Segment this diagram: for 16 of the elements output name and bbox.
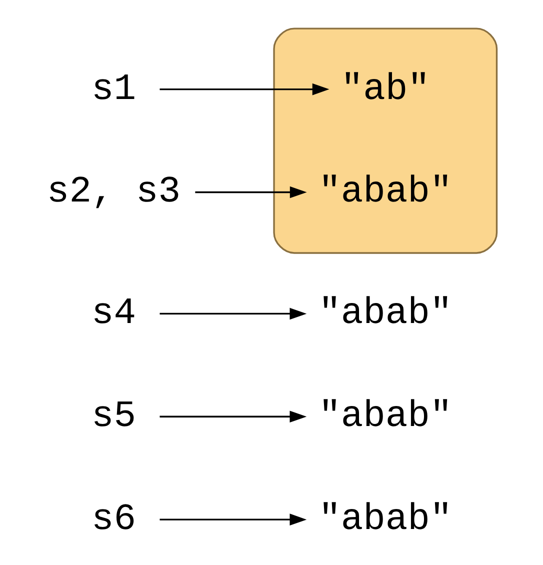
node-text: "abab"	[318, 293, 452, 336]
arrow	[160, 83, 330, 96]
node-text: s5	[91, 396, 136, 438]
node-text: s6	[91, 499, 136, 542]
arrow	[160, 514, 307, 526]
node-text: s1	[91, 68, 136, 111]
node-text: "abab"	[318, 499, 452, 542]
node-text: "abab"	[318, 396, 452, 438]
node-text: "ab"	[340, 68, 430, 111]
arrow	[160, 308, 307, 320]
node-text: "abab"	[318, 172, 452, 214]
arrow	[160, 410, 307, 423]
node-text: s4	[91, 293, 136, 336]
arrow	[195, 186, 307, 198]
node-text: s2, s3	[46, 172, 181, 214]
cluster	[273, 28, 498, 254]
